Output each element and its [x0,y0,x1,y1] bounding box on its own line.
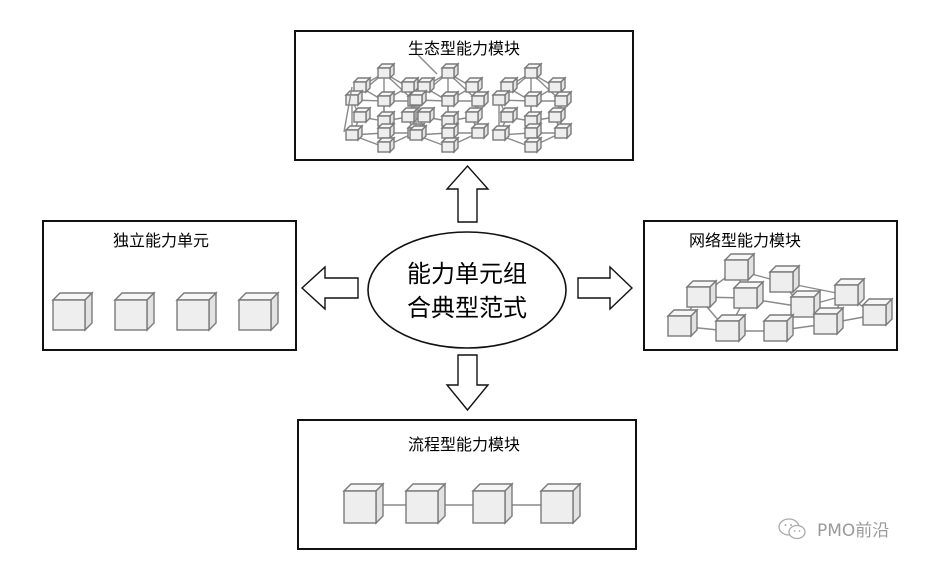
central-paradigm-node: 能力单元组 合典型范式 [367,231,567,349]
network-node-cube-icon [768,264,801,294]
independent-unit-title: 独立能力单元 [113,231,209,250]
network-node-cube-icon [723,252,756,282]
watermark: PMO前沿 [777,516,889,541]
ecosystem-node-cube-icon [523,110,543,128]
watermark-text: PMO前沿 [817,521,890,541]
process-module-box: 流程型能力模块 [297,419,637,550]
process-cube-icon [539,482,582,525]
ecosystem-node-cube-icon [553,122,573,140]
network-cubes-icon [666,252,894,343]
ecosystem-node-cube-icon [376,136,396,154]
ecosystem-module-title: 生态型能力模块 [408,39,520,58]
arrow-right-icon [577,265,634,311]
ecosystem-node-cube-icon [499,76,519,94]
central-text-line1: 能力单元组 [407,260,527,288]
process-cube-icon [404,482,447,525]
independent-cubes-icon [51,291,280,332]
ecosystem-node-cube-icon [352,106,372,124]
ecosystem-cluster [491,62,573,154]
ecosystem-node-cube-icon [491,89,511,107]
ecosystem-node-cube-icon [491,124,511,142]
ecosystem-node-cube-icon [344,124,364,142]
ecosystem-node-cube-icon [352,76,372,94]
network-node-cube-icon [861,297,894,327]
arrow-down-icon [445,354,490,412]
ecosystem-node-cube-icon [376,122,396,140]
ecosystem-node-cube-icon [523,62,543,80]
ecosystem-node-cube-icon [553,90,573,108]
ecosystem-node-cube-icon [376,110,396,128]
ecosystem-node-cube-icon [376,90,396,108]
ecosystem-node-cube-icon [547,76,567,94]
ecosystem-node-cube-icon [400,76,420,94]
independent-cube-icon [113,291,156,332]
ecosystem-node-cube-icon [440,90,460,108]
independent-cube-icon [51,291,94,332]
ecosystem-node-cube-icon [440,136,460,154]
process-module-title: 流程型能力模块 [408,435,520,454]
arrow-up-icon [445,164,490,223]
central-ellipse [367,231,567,349]
network-module-title: 网络型能力模块 [689,231,801,250]
ecosystem-node-cube-icon [523,136,543,154]
ecosystem-cluster [408,62,490,154]
ecosystem-network-icon [343,54,573,154]
link-line [417,54,438,75]
ecosystem-node-cube-icon [470,122,490,140]
ecosystem-node-cube-icon [400,106,420,124]
wechat-icon [778,517,806,539]
ecosystem-node-cube-icon [440,62,460,80]
network-node-cube-icon [732,280,765,310]
ecosystem-node-cube-icon [464,76,484,94]
ecosystem-node-cube-icon [523,90,543,108]
link-line [343,86,353,133]
ecosystem-node-cube-icon [376,62,396,80]
independent-cube-icon [237,291,280,332]
process-cube-icon [471,482,514,525]
network-node-cube-icon [685,279,718,309]
network-node-cube-icon [714,313,747,343]
network-module-box: 网络型能力模块 [643,220,898,351]
arrow-left-icon [300,265,359,311]
central-text-line2: 合典型范式 [407,294,527,322]
ecosystem-cluster [344,62,426,154]
process-cube-icon [342,482,385,525]
ecosystem-node-cube-icon [470,90,490,108]
network-node-cube-icon [812,306,845,336]
ecosystem-node-cube-icon [547,106,567,124]
ecosystem-node-cube-icon [523,122,543,140]
ecosystem-node-cube-icon [464,106,484,124]
ecosystem-node-cube-icon [408,89,428,107]
ecosystem-node-cube-icon [408,124,428,142]
independent-unit-box: 独立能力单元 [42,220,297,351]
independent-cube-icon [175,291,218,332]
network-node-cube-icon [762,313,795,343]
ecosystem-node-cube-icon [499,106,519,124]
network-node-cube-icon [666,308,699,338]
ecosystem-node-cube-icon [440,122,460,140]
network-node-cube-icon [833,277,866,307]
ecosystem-node-cube-icon [416,106,436,124]
process-chain-icon [342,482,582,525]
ecosystem-node-cube-icon [416,76,436,94]
ecosystem-module-box: 生态型能力模块 [294,30,634,161]
ecosystem-node-cube-icon [344,89,364,107]
